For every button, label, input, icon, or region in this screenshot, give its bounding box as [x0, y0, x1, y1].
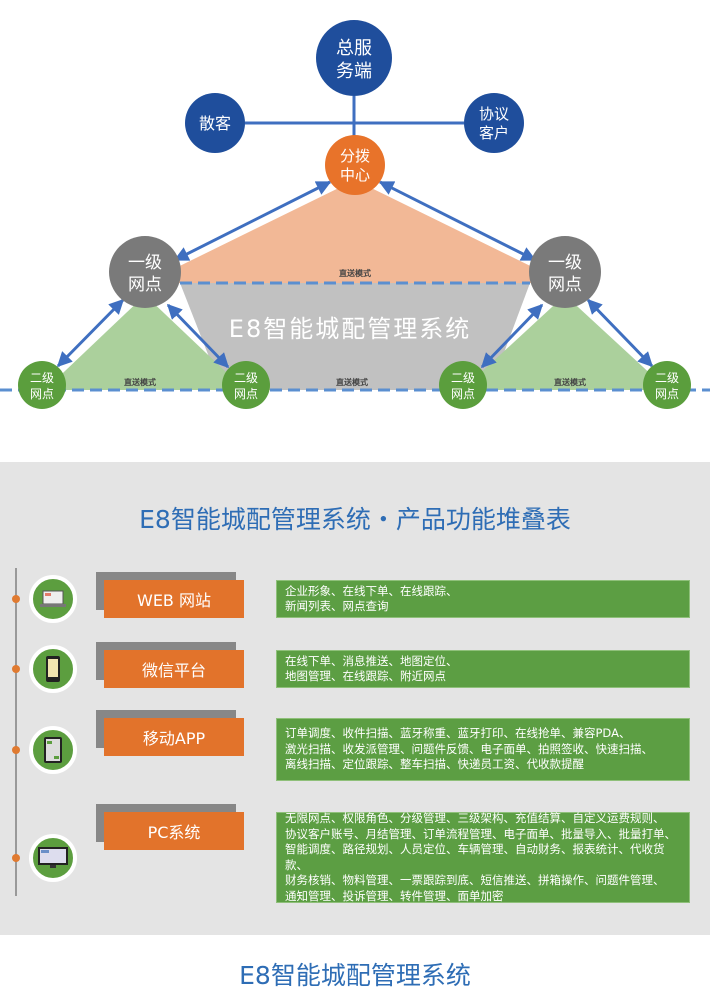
product-label: WEB 网站	[104, 580, 244, 618]
svg-text:中心: 中心	[340, 166, 370, 184]
svg-text:网点: 网点	[655, 387, 679, 401]
timeline-dot	[12, 595, 20, 603]
svg-text:散客: 散客	[199, 114, 231, 133]
product-label: 移动APP	[104, 718, 244, 756]
direct-label: 直送模式	[336, 377, 368, 387]
core-area	[180, 283, 530, 390]
timeline-dot	[12, 745, 20, 754]
direct-label: 直送模式	[554, 377, 586, 387]
svg-text:网点: 网点	[451, 387, 475, 401]
svg-text:一级: 一级	[548, 253, 582, 273]
svg-text:网点: 网点	[30, 387, 54, 401]
svg-text:协议: 协议	[479, 105, 509, 123]
svg-text:网点: 网点	[234, 387, 258, 401]
feature-list: 在线下单、消息推送、地图定位、 地图管理、在线跟踪、附近网点	[276, 650, 690, 688]
hub-triangle	[145, 180, 565, 283]
svg-text:一级: 一级	[128, 253, 162, 273]
monitor-icon	[29, 833, 77, 882]
svg-text:网点: 网点	[548, 275, 582, 295]
svg-text:二级: 二级	[451, 371, 475, 385]
svg-text:二级: 二级	[30, 371, 54, 385]
feature-text: 无限网点、权限角色、分级管理、三级架构、充值结算、自定义运费规则、 协议客户账号…	[285, 811, 676, 903]
tablet-icon	[29, 725, 77, 774]
timeline-dot	[12, 665, 20, 673]
svg-text:总服: 总服	[336, 38, 372, 59]
svg-text:客户: 客户	[479, 124, 509, 142]
arrows	[56, 180, 654, 369]
direct-label: 直送模式	[339, 268, 371, 278]
feature-list: 企业形象、在线下单、在线跟踪、 新闻列表、网点查询	[276, 580, 690, 618]
feature-list: 订单调度、收件扫描、蓝牙称重、蓝牙打印、在线抢单、兼容PDA、 激光扫描、收发派…	[276, 718, 690, 781]
system-title: E8智能城配管理系统	[229, 315, 471, 343]
laptop-icon	[29, 575, 77, 623]
feature-text: 企业形象、在线下单、在线跟踪、 新闻列表、网点查询	[285, 583, 458, 614]
footer-title: E8智能城配管理系统	[239, 961, 471, 990]
feature-text: 订单调度、收件扫描、蓝牙称重、蓝牙打印、在线抢单、兼容PDA、 激光扫描、收发派…	[285, 726, 653, 772]
timeline	[15, 568, 17, 896]
node-contract: 协议客户	[464, 93, 524, 153]
phone-icon	[29, 645, 77, 693]
product-label: 微信平台	[104, 650, 244, 688]
timeline-dot	[12, 853, 20, 862]
feature-list: 无限网点、权限角色、分级管理、三级架构、充值结算、自定义运费规则、 协议客户账号…	[276, 811, 690, 903]
product-label: PC系统	[104, 812, 244, 850]
svg-text:网点: 网点	[128, 275, 162, 295]
svg-text:二级: 二级	[655, 371, 679, 385]
svg-text:分拨: 分拨	[340, 147, 370, 165]
svg-text:务端: 务端	[336, 61, 372, 82]
direct-label: 直送模式	[124, 377, 156, 387]
node-retail: 散客	[185, 93, 245, 153]
section-title: E8智能城配管理系统・产品功能堆叠表	[139, 505, 571, 534]
feature-text: 在线下单、消息推送、地图定位、 地图管理、在线跟踪、附近网点	[285, 653, 458, 684]
svg-text:二级: 二级	[234, 371, 258, 385]
